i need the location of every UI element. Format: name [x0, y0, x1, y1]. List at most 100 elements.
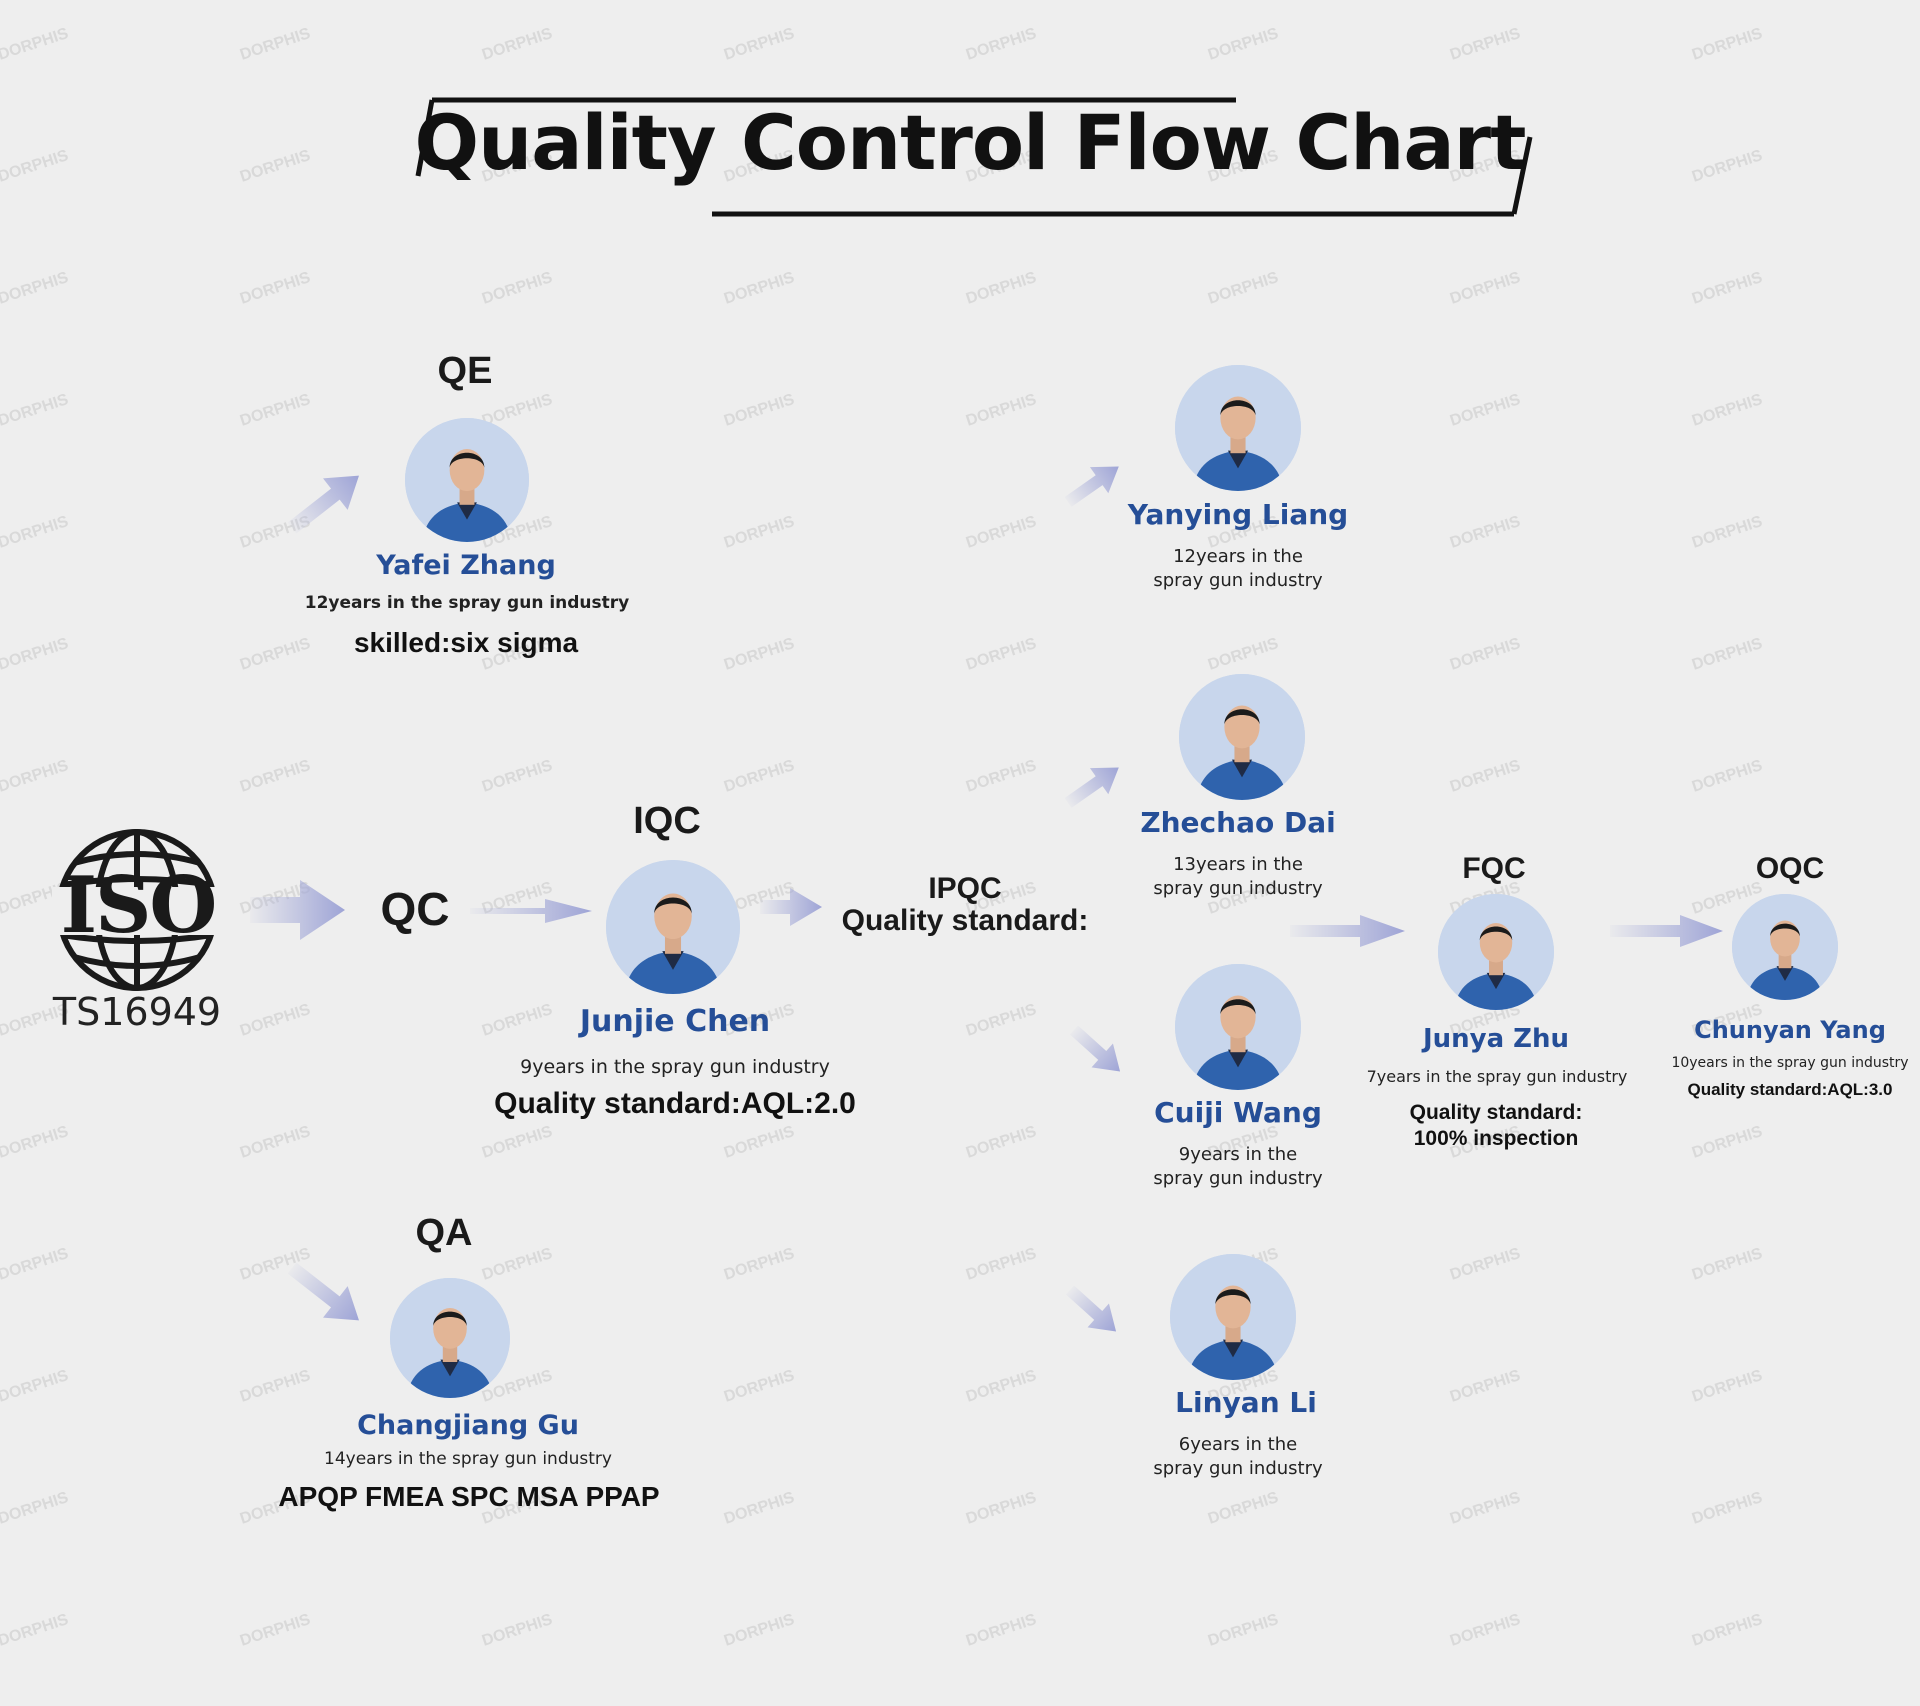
- watermark-text: DORPHIS: [1690, 635, 1765, 674]
- watermark-text: DORPHIS: [238, 269, 313, 308]
- person-name-ipqc3: Cuiji Wang: [1154, 1096, 1322, 1129]
- person-experience-qe: 12years in the spray gun industry: [304, 593, 630, 613]
- person-portrait-icon: [390, 1278, 510, 1398]
- person-name-ipqc4: Linyan Li: [1175, 1386, 1317, 1419]
- watermark-text: DORPHIS: [1690, 391, 1765, 430]
- watermark-text: DORPHIS: [1690, 1367, 1765, 1406]
- watermark-text: DORPHIS: [722, 1123, 797, 1162]
- person-experience-fqc: 7years in the spray gun industry: [1366, 1067, 1628, 1086]
- watermark-text: DORPHIS: [238, 757, 313, 796]
- watermark-text: DORPHIS: [1448, 1367, 1523, 1406]
- watermark-text: DORPHIS: [964, 391, 1039, 430]
- watermark-text: DORPHIS: [1448, 391, 1523, 430]
- watermark-text: DORPHIS: [238, 1245, 313, 1284]
- watermark-text: DORPHIS: [0, 1611, 71, 1650]
- watermark-text: DORPHIS: [1206, 1489, 1281, 1528]
- watermark-text: DORPHIS: [1690, 1245, 1765, 1284]
- person-name-qe: Yafei Zhang: [376, 550, 556, 581]
- watermark-text: DORPHIS: [1448, 1489, 1523, 1528]
- iso-logo: [52, 825, 222, 995]
- watermark-text: DORPHIS: [1448, 635, 1523, 674]
- title-frame: [415, 97, 1533, 217]
- watermark-text: DORPHIS: [964, 1611, 1039, 1650]
- watermark-text: DORPHIS: [238, 879, 313, 918]
- stage-fqc: FQC: [1462, 852, 1526, 885]
- stage-qc: QC: [380, 883, 450, 935]
- watermark-text: DORPHIS: [964, 1123, 1039, 1162]
- watermark-text: DORPHIS: [480, 1123, 555, 1162]
- skill-fmea: FMEA: [365, 1481, 444, 1512]
- arrow-to-qa: [287, 1262, 359, 1321]
- person-name-fqc: Junya Zhu: [1422, 1024, 1570, 1054]
- iso-logo-text: ISO: [60, 860, 218, 951]
- watermark-text: DORPHIS: [722, 513, 797, 552]
- person-name-iqc: Junjie Chen: [579, 1004, 771, 1039]
- person-name-qa: Changjiang Gu: [357, 1410, 579, 1441]
- person-experience-ipqc4-line2: spray gun industry: [1153, 1458, 1323, 1479]
- watermark-text: DORPHIS: [0, 1245, 71, 1284]
- watermark-text: DORPHIS: [480, 757, 555, 796]
- watermark-text: DORPHIS: [0, 635, 71, 674]
- watermark-text: DORPHIS: [0, 1489, 71, 1528]
- person-portrait-icon: [1179, 674, 1305, 800]
- stage-oqc: OQC: [1755, 852, 1825, 885]
- person-experience-qa: 14years in the spray gun industry: [324, 1449, 612, 1469]
- watermark-text: DORPHIS: [1690, 1123, 1765, 1162]
- arrow-iso-to-qc: [250, 880, 345, 940]
- avatar-junya-zhu: [1438, 894, 1554, 1010]
- person-standard-oqc: Quality standard:AQL:3.0: [1687, 1080, 1893, 1099]
- person-experience-ipqc3-line2: spray gun industry: [1153, 1168, 1323, 1189]
- watermark-text: DORPHIS: [722, 269, 797, 308]
- watermark-text: DORPHIS: [0, 513, 71, 552]
- watermark-text: DORPHIS: [1690, 1489, 1765, 1528]
- person-experience-ipqc2-line2: spray gun industry: [1153, 878, 1323, 899]
- watermark-text: DORPHIS: [238, 513, 313, 552]
- watermark-text: DORPHIS: [238, 1367, 313, 1406]
- arrow-to-cuiji: [1069, 1025, 1121, 1072]
- watermark-text: DORPHIS: [964, 1001, 1039, 1040]
- person-portrait-icon: [606, 860, 740, 994]
- person-portrait-icon: [1175, 964, 1301, 1090]
- watermark-text: DORPHIS: [238, 391, 313, 430]
- watermark-text: DORPHIS: [964, 1245, 1039, 1284]
- watermark-text: DORPHIS: [238, 1611, 313, 1650]
- skill-msa: MSA: [516, 1481, 578, 1512]
- watermark-text: DORPHIS: [964, 1367, 1039, 1406]
- stage-qe: QE: [437, 350, 493, 392]
- person-standard-iqc: Quality standard:AQL:2.0: [494, 1087, 856, 1120]
- watermark-text: DORPHIS: [722, 1245, 797, 1284]
- watermark-text: DORPHIS: [964, 513, 1039, 552]
- person-experience-ipqc2-line1: 13years in the: [1173, 854, 1303, 875]
- person-skill-qe: skilled:six sigma: [353, 627, 579, 658]
- avatar-junjie-chen: [606, 860, 740, 994]
- watermark-text: DORPHIS: [1690, 757, 1765, 796]
- watermark-text: DORPHIS: [1690, 513, 1765, 552]
- watermark-text: DORPHIS: [964, 269, 1039, 308]
- watermark-text: DORPHIS: [480, 879, 555, 918]
- avatar-zhechao-dai: [1179, 674, 1305, 800]
- watermark-text: DORPHIS: [0, 1367, 71, 1406]
- stage-qa: QA: [415, 1212, 473, 1254]
- watermark-text: DORPHIS: [480, 1611, 555, 1650]
- watermark-text: DORPHIS: [1690, 1611, 1765, 1650]
- person-standard-fqc-line2: 100% inspection: [1413, 1127, 1579, 1150]
- iso-cert-label: TS16949: [52, 990, 222, 1034]
- watermark-text: DORPHIS: [964, 1489, 1039, 1528]
- watermark-text: DORPHIS: [722, 1367, 797, 1406]
- person-portrait-icon: [1175, 365, 1301, 491]
- watermark-text: DORPHIS: [722, 1611, 797, 1650]
- arrow-to-qe: [287, 475, 359, 534]
- watermark-text: DORPHIS: [964, 635, 1039, 674]
- avatar-cuiji-wang: [1175, 964, 1301, 1090]
- watermark-text: DORPHIS: [1448, 757, 1523, 796]
- watermark-text: DORPHIS: [1690, 269, 1765, 308]
- avatar-yanying-liang: [1175, 365, 1301, 491]
- watermark-text: DORPHIS: [722, 757, 797, 796]
- arrow-ipqc-to-fqc: [1290, 915, 1405, 947]
- watermark-text: DORPHIS: [722, 391, 797, 430]
- watermark-text: DORPHIS: [238, 635, 313, 674]
- page-title: Quality Control Flow Chart: [414, 98, 1527, 187]
- person-name-ipqc1: Yanying Liang: [1127, 498, 1349, 531]
- globe-icon: [52, 829, 222, 991]
- person-portrait-icon: [1170, 1254, 1296, 1380]
